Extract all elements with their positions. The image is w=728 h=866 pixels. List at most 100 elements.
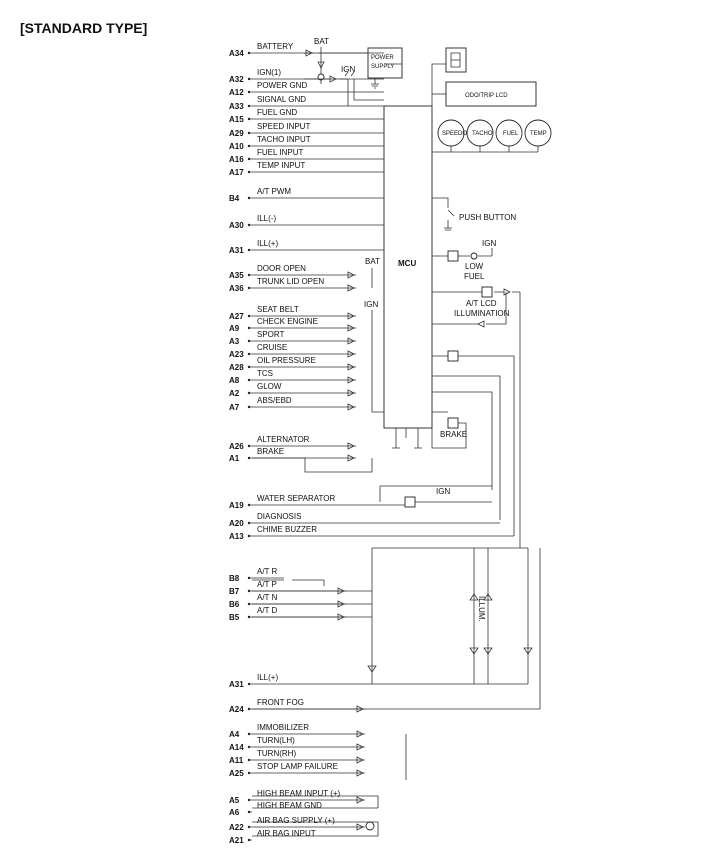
pin-label: ILL(-) xyxy=(257,214,276,223)
water-sep-box xyxy=(404,496,416,508)
power-supply-label-1: POWER xyxy=(371,55,394,61)
bat-door-label: BAT xyxy=(365,257,380,266)
low-fuel-wires xyxy=(432,248,493,257)
mid-right-wire-1 xyxy=(432,355,515,536)
ign-low-fuel-label: IGN xyxy=(482,239,496,248)
pin-code: A7 xyxy=(229,403,240,412)
pin-code: A23 xyxy=(229,350,244,359)
pin-code: A14 xyxy=(229,743,244,752)
at-lcd-wires xyxy=(432,291,521,548)
pin-code: A31 xyxy=(229,680,244,689)
brake-loop-wire xyxy=(252,457,373,473)
pin-label: CHECK ENGINE xyxy=(257,317,318,326)
pin-label: ALTERNATOR xyxy=(257,435,310,444)
pin-label: DIAGNOSIS xyxy=(257,512,301,521)
pin-dot xyxy=(247,90,251,94)
pin-code: A8 xyxy=(229,376,240,385)
ign-water-label: IGN xyxy=(436,487,450,496)
signal-wiring: BAT IGN IGN xyxy=(252,257,514,537)
odo-lcd-box xyxy=(445,81,537,107)
pin-code: A5 xyxy=(229,796,240,805)
speedo-label: SPEEDO xyxy=(442,131,467,137)
pin-dot xyxy=(247,758,251,762)
diode-icon xyxy=(347,442,355,450)
pin-code: A15 xyxy=(229,115,244,124)
diode-icon xyxy=(356,769,364,777)
diagram-title: [STANDARD TYPE] xyxy=(20,20,147,36)
diode-icon xyxy=(356,796,364,804)
pin-label: STOP LAMP FAILURE xyxy=(257,762,338,771)
pin-dot xyxy=(247,273,251,277)
pin-label: AIR BAG SUPPLY (+) xyxy=(257,816,335,825)
pin-code: A11 xyxy=(229,756,244,765)
pin-code: A34 xyxy=(229,49,244,58)
diode-icon xyxy=(347,324,355,332)
pin-dot xyxy=(247,157,251,161)
power-supply-wires xyxy=(371,63,402,89)
pin-code: A26 xyxy=(229,442,244,451)
mcu-box xyxy=(383,105,433,429)
water-sep-wires xyxy=(379,485,492,503)
tacho-label: TACHO xyxy=(472,131,493,137)
pin-dot xyxy=(247,365,251,369)
pin-dot xyxy=(247,378,251,382)
at-lcd-box xyxy=(481,286,493,298)
bottom-wires xyxy=(252,734,407,837)
pin-label: FUEL INPUT xyxy=(257,148,303,157)
pin-dot xyxy=(247,131,251,135)
temp-label: TEMP xyxy=(530,131,547,137)
pin-code: A3 xyxy=(229,337,240,346)
pin-code: A32 xyxy=(229,75,244,84)
fuel-label: FUEL xyxy=(503,131,519,137)
pin-code: B7 xyxy=(229,587,240,596)
pin-label: AIR BAG INPUT xyxy=(257,829,316,838)
pin-label: ILL(+) xyxy=(257,239,278,248)
pin-dot xyxy=(247,170,251,174)
diode-icon xyxy=(347,403,355,411)
at-lcd-label-1: A/T LCD xyxy=(466,299,497,308)
pin-label: BRAKE xyxy=(257,447,284,456)
pin-code: B6 xyxy=(229,600,240,609)
pin-code: A25 xyxy=(229,769,244,778)
pin-label: CHIME BUZZER xyxy=(257,525,317,534)
diode-icon xyxy=(347,363,355,371)
at-illum-wiring: ILLUM. xyxy=(252,547,541,710)
pin-code: A28 xyxy=(229,363,244,372)
pin-label: WATER SEPARATOR xyxy=(257,494,335,503)
pin-code: A27 xyxy=(229,312,244,321)
diode-icon xyxy=(356,705,364,713)
pin-label: TEMP INPUT xyxy=(257,161,305,170)
pin-label: TURN(LH) xyxy=(257,736,295,745)
power-supply-label-2: SUPPLY xyxy=(371,64,394,70)
diode-icon xyxy=(347,337,355,345)
power-supply-box xyxy=(367,47,403,79)
low-fuel-box xyxy=(447,250,459,262)
pin-code: A6 xyxy=(229,808,240,817)
pin-dot xyxy=(247,144,251,148)
low-fuel-label-1: LOW xyxy=(465,262,484,271)
pin-code: A21 xyxy=(229,836,244,845)
pin-dot xyxy=(247,682,251,686)
mcu-label: MCU xyxy=(398,259,416,268)
pin-dot xyxy=(247,771,251,775)
pin-dot xyxy=(247,589,251,593)
pin-code: A30 xyxy=(229,221,244,230)
low-fuel-label-2: FUEL xyxy=(464,272,485,281)
diode-icon xyxy=(337,587,345,595)
pin-label: FUEL GND xyxy=(257,108,297,117)
pin-code: A9 xyxy=(229,324,240,333)
pin-label: ILL(+) xyxy=(257,673,278,682)
pin-code: A10 xyxy=(229,142,244,151)
pin-dot xyxy=(247,576,251,580)
gauge-wires xyxy=(432,146,539,153)
pin-code: A16 xyxy=(229,155,244,164)
pin-label: FRONT FOG xyxy=(257,698,304,707)
pin-code: A36 xyxy=(229,284,244,293)
pin-code: A31 xyxy=(229,246,244,255)
pin-label: DOOR OPEN xyxy=(257,264,306,273)
pin-dot xyxy=(247,223,251,227)
pin-code: A22 xyxy=(229,823,244,832)
pin-label: SPEED INPUT xyxy=(257,122,310,131)
